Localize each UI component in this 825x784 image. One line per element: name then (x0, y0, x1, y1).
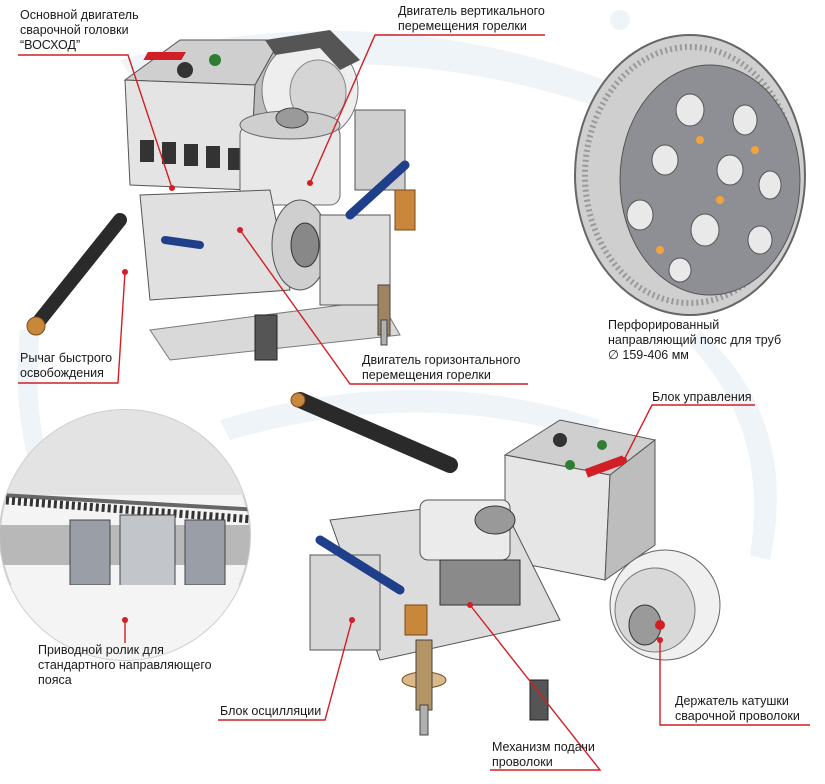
label-main-motor: Основной двигатель сварочной головки “ВО… (20, 8, 139, 52)
label-quick-release: Рычаг быстрого освобождения (20, 351, 113, 380)
label-drive-roller: Приводной ролик для стандартного направл… (38, 643, 212, 687)
label-perforated-belt: Перфорированный направляющий пояс для тр… (608, 318, 782, 362)
welding-head-top (26, 30, 416, 361)
perforated-belt (574, 34, 806, 316)
leader-lines (18, 34, 810, 771)
label-horizontal-motor: Двигатель горизонтального перемещения го… (362, 353, 521, 382)
welding-head-bottom (290, 392, 721, 736)
label-oscillation-block: Блок осцилляции (220, 704, 322, 718)
label-vertical-motor: Двигатель вертикального перемещения горе… (398, 4, 545, 33)
label-spool-holder: Держатель катушки сварочной проволоки (675, 694, 800, 723)
label-control-block: Блок управления (652, 390, 752, 404)
label-wire-feed: Механизм подачи проволоки (492, 740, 595, 769)
drive-roller-closeup (0, 409, 251, 661)
